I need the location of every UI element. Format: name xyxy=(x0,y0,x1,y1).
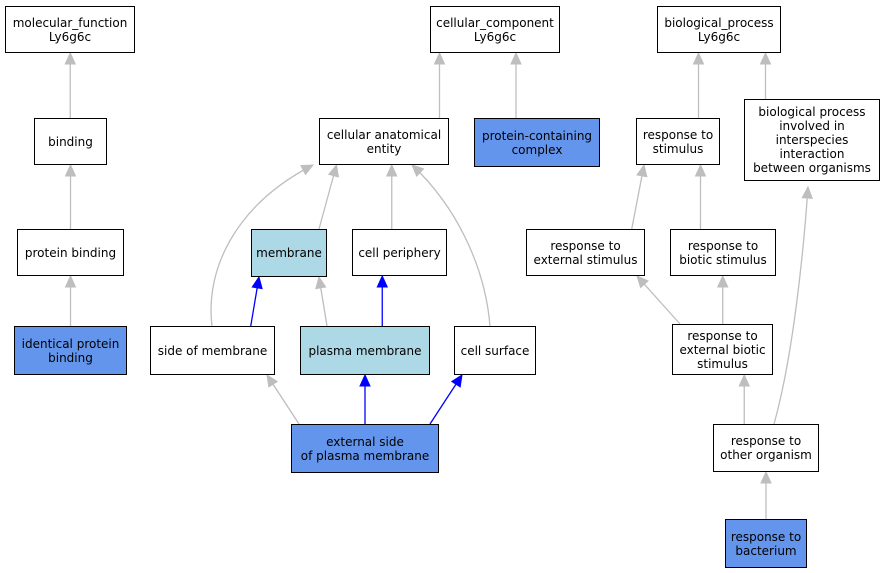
edge-response-to-external-biotic-stimulus-to-response-to-external-stimulus xyxy=(643,283,681,325)
node-label: protein binding xyxy=(24,245,117,260)
edge-external-side-of-plasma-membrane-to-side-of-membrane-arrowhead xyxy=(266,373,279,388)
node-label: external side xyxy=(326,434,404,449)
node-label: biotic stimulus xyxy=(679,252,767,267)
node-label: Ly6g6c xyxy=(48,29,92,44)
node-response-to-stimulus[interactable]: response to stimulus xyxy=(636,118,720,165)
edge-side-of-membrane-to-cellular-anatomical-entity xyxy=(210,164,314,327)
edge-cell-surface-to-cellular-anatomical-entity xyxy=(411,164,491,327)
edge-response-to-other-organism-to-bp-interspecies xyxy=(773,186,809,425)
edge-response-to-external-stimulus-to-response-to-stimulus-arrowhead xyxy=(636,163,648,178)
node-label: response to xyxy=(687,238,759,253)
edge-side-of-membrane-to-cellular-anatomical-entity-arrowhead xyxy=(300,164,315,176)
edge-membrane-to-cellular-anatomical-entity-arrowhead xyxy=(327,163,340,178)
node-label: cellular anatomical xyxy=(326,127,442,142)
node-label: molecular_function xyxy=(12,15,128,30)
node-label: other organism xyxy=(720,448,812,462)
edge-response-to-other-organism-to-response-to-external-biotic-stimulus-arrowhead xyxy=(738,373,751,387)
node-bp-interspecies-interaction[interactable]: biological process involved in interspec… xyxy=(744,99,880,181)
node-identical-protein-binding[interactable]: identical protein binding xyxy=(14,326,127,375)
node-label: external stimulus xyxy=(533,252,638,267)
node-label: Ly6g6c xyxy=(697,29,741,44)
node-side-of-membrane[interactable]: side of membrane xyxy=(150,326,275,375)
node-molecular-function[interactable]: molecular_function Ly6g6c xyxy=(5,6,135,53)
node-response-to-external-stimulus[interactable]: response to external stimulus xyxy=(526,229,645,276)
node-label: involved in xyxy=(779,119,845,133)
node-cellular-component[interactable]: cellular_component Ly6g6c xyxy=(430,6,560,53)
node-label: side of membrane xyxy=(157,343,268,358)
edge-response-to-external-stimulus-to-response-to-stimulus xyxy=(631,174,643,230)
node-response-to-external-biotic-stimulus[interactable]: response to external biotic stimulus xyxy=(672,324,773,375)
edge-external-side-of-plasma-membrane-to-cell-surface xyxy=(429,383,458,425)
node-label: response to xyxy=(550,238,621,253)
edge-cell-periphery-to-cellular-anatomical-entity-arrowhead xyxy=(385,163,398,177)
node-label: identical protein xyxy=(21,336,120,351)
node-cell-periphery[interactable]: cell periphery xyxy=(352,229,447,276)
edge-plasma-membrane-to-membrane-arrowhead xyxy=(315,275,327,290)
edge-identical-protein-binding-to-protein-binding-arrowhead xyxy=(64,274,77,288)
node-label: biological process xyxy=(758,105,866,119)
edge-cell-surface-to-cellular-anatomical-entity-arrowhead xyxy=(411,164,425,178)
node-label: complex xyxy=(511,142,563,157)
node-response-to-bacterium[interactable]: response to bacterium xyxy=(725,519,807,568)
node-biological-process[interactable]: biological_process Ly6g6c xyxy=(657,6,781,53)
edge-protein-containing-complex-to-cellular-component-arrowhead xyxy=(510,51,522,65)
edge-membrane-to-cellular-anatomical-entity xyxy=(318,174,335,230)
node-label: between organisms xyxy=(753,161,871,175)
edge-response-to-bacterium-to-response-to-other-organism-arrowhead xyxy=(760,470,772,484)
node-label: response to xyxy=(730,529,802,544)
node-plasma-membrane[interactable]: plasma membrane xyxy=(300,326,430,375)
node-label: interaction xyxy=(779,147,845,161)
node-label: response to xyxy=(687,328,758,343)
edge-protein-binding-to-binding-arrowhead xyxy=(64,163,77,177)
node-label: external biotic xyxy=(679,342,766,357)
node-label: of plasma membrane xyxy=(300,448,430,463)
edge-response-to-other-organism-to-bp-interspecies-arrowhead xyxy=(801,185,813,199)
node-cell-surface[interactable]: cell surface xyxy=(454,326,536,375)
node-label: bacterium xyxy=(735,543,797,558)
edge-plasma-membrane-to-membrane xyxy=(319,286,328,327)
node-cellular-anatomical-entity[interactable]: cellular anatomical entity xyxy=(319,118,449,165)
node-label: stimulus xyxy=(652,141,704,156)
node-label: interspecies xyxy=(775,133,849,147)
node-label: stimulus xyxy=(697,356,748,371)
edge-external-side-of-plasma-membrane-to-cell-surface-arrowhead xyxy=(450,373,463,388)
node-label: biological_process xyxy=(664,15,774,30)
edge-side-of-membrane-to-membrane-arrowhead xyxy=(251,275,263,290)
node-label: cellular_component xyxy=(436,15,554,30)
edge-side-of-membrane-to-membrane xyxy=(250,286,258,327)
node-label: cell periphery xyxy=(358,245,441,260)
node-label: response to xyxy=(730,434,802,448)
edge-external-side-of-plasma-membrane-to-side-of-membrane xyxy=(271,383,300,425)
node-label: entity xyxy=(366,141,402,156)
node-binding[interactable]: binding xyxy=(34,118,107,165)
node-protein-containing-complex[interactable]: protein-containing complex xyxy=(474,118,600,167)
node-label: binding xyxy=(48,134,93,149)
node-response-to-biotic-stimulus[interactable]: response to biotic stimulus xyxy=(670,229,776,276)
edge-cellular-anatomical-entity-to-cellular-component-arrowhead xyxy=(433,51,446,65)
edge-external-side-of-plasma-membrane-to-plasma-membrane-arrowhead xyxy=(359,373,371,387)
node-label: response to xyxy=(642,127,714,142)
node-label: plasma membrane xyxy=(308,343,422,358)
edge-binding-to-molecular-function-arrowhead xyxy=(64,51,77,65)
node-external-side-of-plasma-membrane[interactable]: external side of plasma membrane xyxy=(291,424,439,473)
edge-response-to-stimulus-to-biological-process-arrowhead xyxy=(692,51,705,65)
node-label: Ly6g6c xyxy=(473,29,517,44)
node-label: binding xyxy=(48,350,93,365)
node-label: cell surface xyxy=(460,343,530,358)
edge-bp-interspecies-to-biological-process-arrowhead xyxy=(759,51,772,65)
node-protein-binding[interactable]: protein binding xyxy=(17,229,124,276)
node-response-to-other-organism[interactable]: response to other organism xyxy=(713,424,819,472)
node-label: protein-containing xyxy=(481,128,593,143)
node-label: membrane xyxy=(256,246,322,260)
edge-response-to-external-biotic-stimulus-to-response-to-biotic-stimulus-arrowhead xyxy=(716,274,729,288)
node-membrane[interactable]: membrane xyxy=(251,229,327,277)
edge-response-to-biotic-stimulus-to-response-to-stimulus-arrowhead xyxy=(694,163,707,177)
edge-response-to-external-biotic-stimulus-to-response-to-external-stimulus-arrowhead xyxy=(636,275,649,289)
edge-plasma-membrane-to-cell-periphery-arrowhead xyxy=(376,274,389,288)
